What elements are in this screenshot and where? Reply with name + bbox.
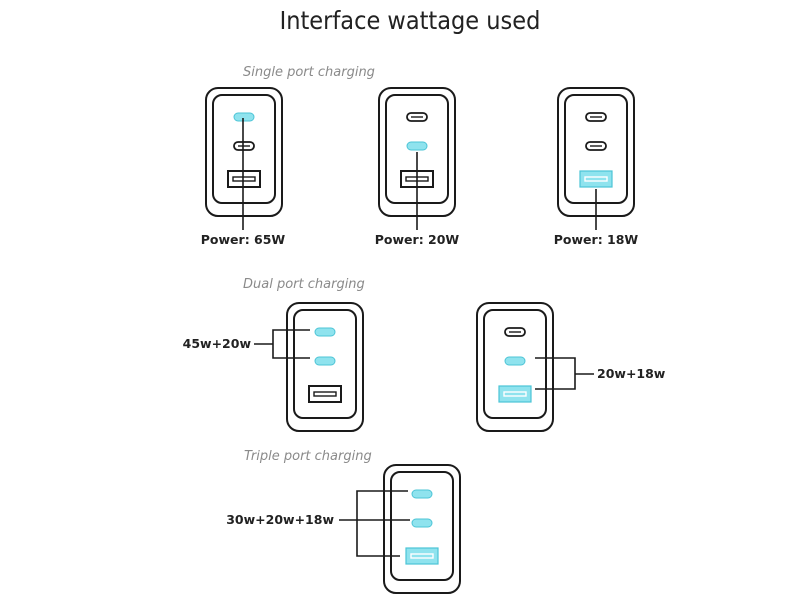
diagram-title: Interface wattage used	[280, 6, 541, 35]
charger	[205, 87, 283, 217]
usb-c-1-port	[411, 489, 433, 499]
section-dual-label: Dual port charging	[243, 277, 365, 292]
charger-label: Power: 65W	[201, 232, 286, 247]
usb-a-port	[405, 547, 439, 565]
usb-a-port	[579, 170, 613, 188]
charger-label: 20w+18w	[597, 366, 666, 381]
connector-lines	[242, 118, 597, 557]
charger	[476, 302, 554, 432]
charger	[383, 464, 461, 594]
charger	[286, 302, 364, 432]
charger-label: Power: 20W	[375, 232, 460, 247]
usb-c-2-port	[406, 141, 428, 151]
usb-a-port	[498, 385, 532, 403]
usb-c-2-port	[314, 356, 336, 366]
charger-label: 30w+20w+18w	[226, 512, 334, 527]
usb-c-2-port	[411, 518, 433, 528]
charger	[557, 87, 635, 217]
bracket-line	[356, 490, 408, 557]
usb-a-port	[308, 385, 342, 403]
usb-a-port	[227, 170, 261, 188]
charger-label: Power: 18W	[554, 232, 639, 247]
section-triple-label: Triple port charging	[244, 449, 372, 464]
usb-c-2-port	[504, 356, 526, 366]
usb-c-1-port	[314, 327, 336, 337]
section-single-label: Single port charging	[243, 65, 375, 80]
usb-c-1-port	[233, 112, 255, 122]
charger-label: 45w+20w	[183, 336, 252, 351]
